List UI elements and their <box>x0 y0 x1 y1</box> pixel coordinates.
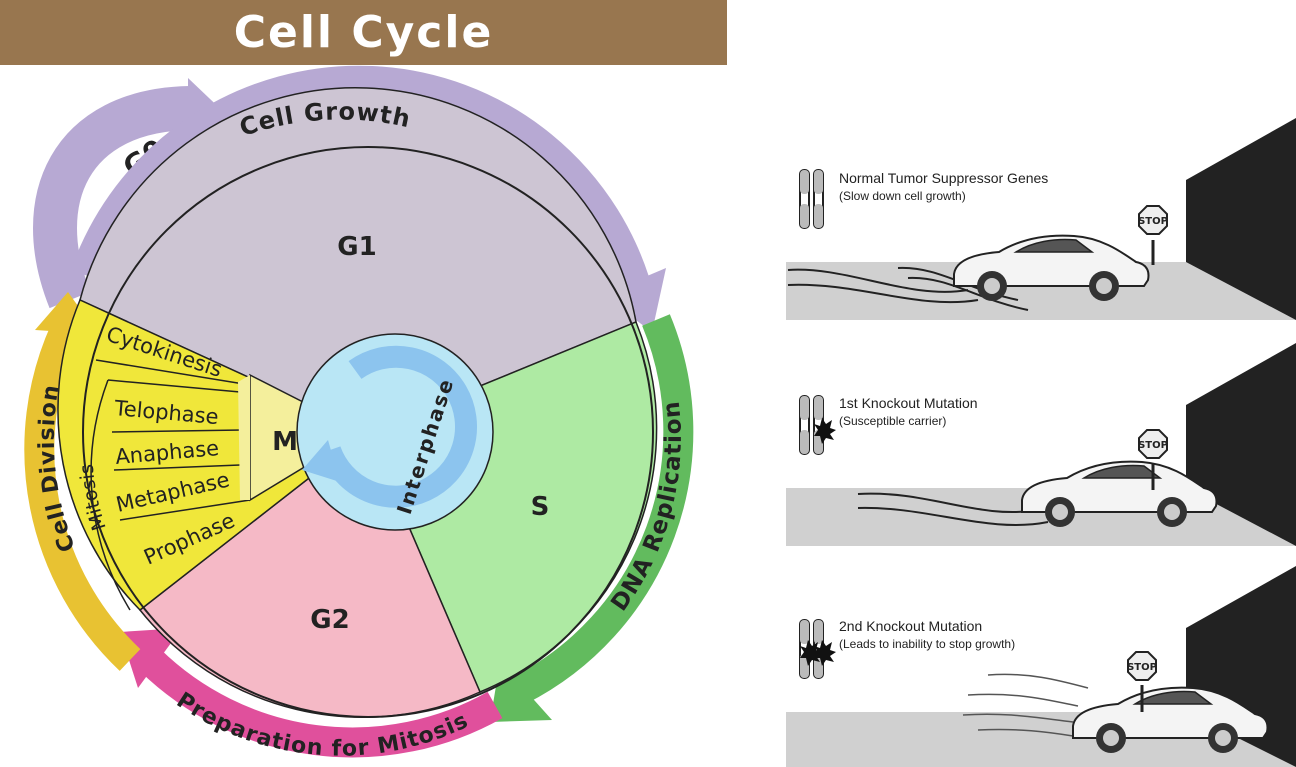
tumor-suppressor-illustration: STOP Normal Tumor Suppressor Genes (Slow… <box>728 0 1296 767</box>
stop-sign-1 <box>1138 205 1168 235</box>
g0-loop-arrow <box>33 86 191 309</box>
cell-division-arrow <box>24 323 141 671</box>
cell-cycle-diagram: Cell Cycle G0 <box>0 0 727 762</box>
wall-1 <box>1186 118 1296 320</box>
mutation-burst-2 <box>814 418 836 444</box>
speed-lines-3 <box>962 673 1089 737</box>
mitosis-dividers <box>90 359 251 611</box>
mutation-burst-3a <box>800 640 822 666</box>
panel-normal: STOP Normal Tumor Suppressor Genes (Slow… <box>786 118 1296 320</box>
interphase-loop-arrow <box>319 345 477 508</box>
chromosome-2 <box>799 395 824 455</box>
skid-marks-1 <box>787 266 1029 311</box>
preparation-arrow <box>139 649 503 758</box>
stop-text-2: STOP <box>1138 440 1168 451</box>
stop-sign-2 <box>1138 429 1168 459</box>
panel-1-subtitle: (Slow down cell growth) <box>839 189 966 203</box>
panel-3-subtitle: (Leads to inability to stop growth) <box>839 637 1015 651</box>
panel-2-title: 1st Knockout Mutation <box>839 395 978 411</box>
g1-sector <box>79 87 637 433</box>
stop-text-1: STOP <box>1138 216 1168 227</box>
title-bar: Cell Cycle <box>0 0 727 65</box>
skid-marks-2 <box>857 492 1049 526</box>
cell-growth-arrowhead <box>602 268 666 332</box>
m-phase-base <box>238 375 250 500</box>
stop-sign-3 <box>1127 651 1157 681</box>
m-sector <box>57 298 370 612</box>
tumor-suppressor-svg: STOP Normal Tumor Suppressor Genes (Slow… <box>786 118 1296 767</box>
preparation-arrowhead <box>120 628 182 688</box>
m-label: M <box>272 427 298 457</box>
panel-first-knockout: STOP 1st Knockout Mutation (Susceptible … <box>786 343 1296 546</box>
s-label: S <box>531 492 550 522</box>
mutation-burst-3b <box>814 640 836 666</box>
cell-growth-arrow <box>70 65 655 304</box>
panel-3-title: 2nd Knockout Mutation <box>839 618 982 634</box>
diagram-title: Cell Cycle <box>233 7 494 58</box>
cell-cycle-svg: G0 <box>24 65 694 762</box>
chromosome-1 <box>799 169 824 229</box>
panel-2-subtitle: (Susceptible carrier) <box>839 414 946 428</box>
interphase-arrowhead <box>302 440 340 482</box>
panel-second-knockout: STOP 2nd Knockout Mutation (Leads to ina… <box>786 566 1296 767</box>
stop-text-3: STOP <box>1127 662 1157 673</box>
g1-label: G1 <box>337 232 376 262</box>
g2-label: G2 <box>310 605 349 635</box>
dna-replication-arrow <box>513 314 694 704</box>
panel-1-title: Normal Tumor Suppressor Genes <box>839 170 1048 186</box>
cell-circle-outline <box>82 146 654 718</box>
